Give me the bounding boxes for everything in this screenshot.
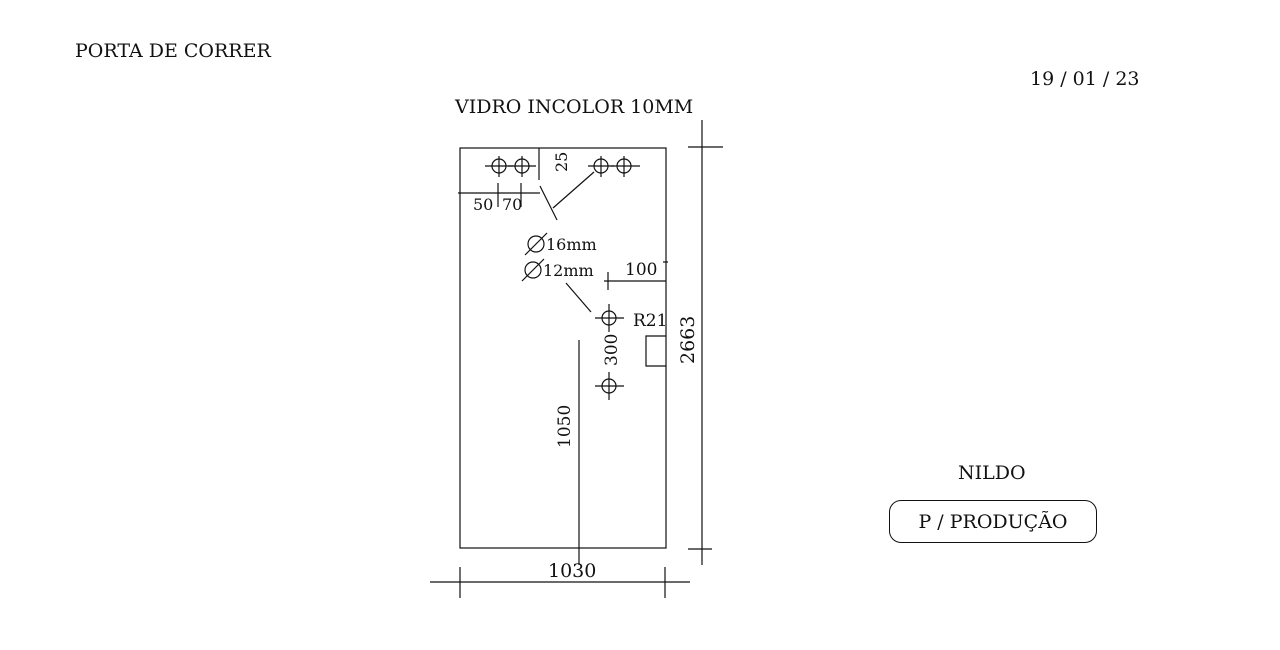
dimension-50-label: 50 [473, 195, 493, 214]
leader-16mm-b [552, 171, 595, 209]
hole-lock-upper [595, 304, 624, 332]
hole-top-left-2 [508, 156, 536, 177]
client-name: NILDO [958, 462, 1026, 484]
dimension-300-label: 300 [602, 334, 622, 366]
dimension-1050-label: 1050 [555, 405, 575, 448]
glass-panel-outline [459, 147, 667, 549]
hole-lock-lower [595, 372, 624, 400]
production-status-badge: P / PRODUÇÃO [889, 500, 1097, 543]
page-title: PORTA DE CORRER [75, 40, 271, 62]
diameter-12-icon [521, 258, 545, 282]
height-dimension-label: 2663 [677, 316, 699, 364]
leader-12mm [565, 282, 592, 313]
hole-diameter-16-label: 16mm [546, 235, 597, 254]
radius-label: R21 [633, 311, 667, 331]
hole-top-right-1 [588, 156, 614, 177]
hole-diameter-12-label: 12mm [543, 261, 594, 280]
glass-spec-label: VIDRO INCOLOR 10MM [455, 96, 694, 118]
dimension-25-label: 25 [552, 152, 571, 172]
dimension-100-label: 100 [625, 260, 657, 280]
diameter-16-icon [524, 232, 548, 256]
date-label: 19 / 01 / 23 [1030, 68, 1140, 90]
width-dimension-label: 1030 [548, 560, 596, 582]
leader-16mm-a [539, 185, 558, 221]
handle-notch [645, 335, 666, 367]
hole-top-right-2 [611, 156, 640, 177]
dimension-70-label: 70 [502, 195, 522, 214]
